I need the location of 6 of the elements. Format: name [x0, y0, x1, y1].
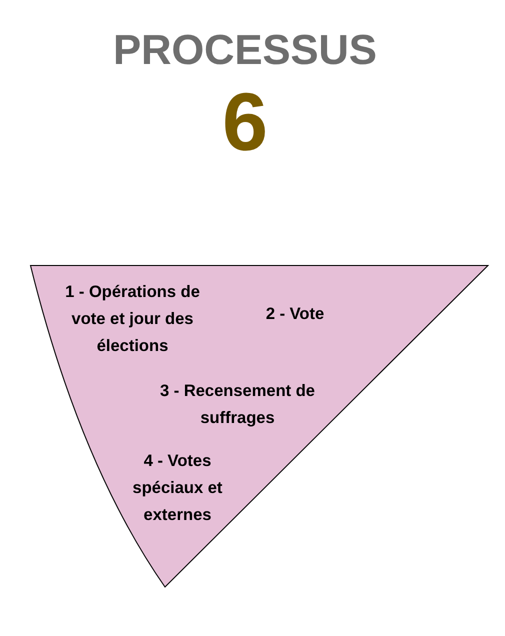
title: PROCESSUS [112, 26, 378, 74]
step-label: 1 - Opérations de vote et jour des élections [64, 282, 201, 357]
step-label: 3 - Recensement de suffrages [159, 381, 316, 429]
step-label: 2 - Vote [264, 304, 326, 325]
step-label: 4 - Votes spéciaux et externes [132, 451, 224, 526]
process-number: 6 [221, 82, 269, 164]
